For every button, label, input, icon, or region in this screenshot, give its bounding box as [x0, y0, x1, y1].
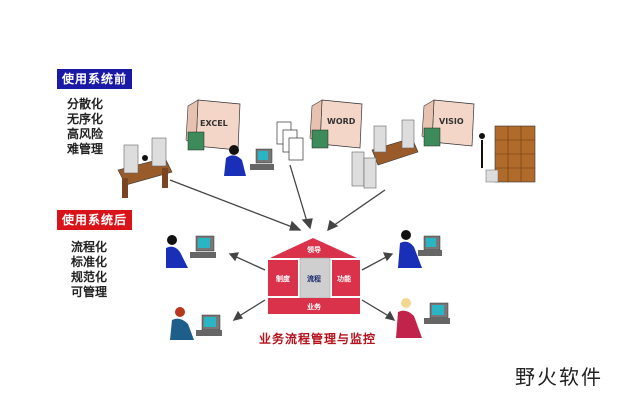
before-item: 分散化 — [67, 97, 104, 111]
worker-bottom-right-icon — [396, 298, 450, 338]
before-item: 难管理 — [67, 142, 104, 156]
flow-arrows — [169, 164, 396, 321]
paperwork-desk-icon — [351, 119, 419, 189]
excel-document-icon: EXCEL — [185, 99, 241, 151]
diagram-caption: 业务流程管理与监控 — [259, 332, 377, 346]
worker-top-left-icon — [166, 235, 216, 268]
before-system-label: 使用系统前 — [57, 69, 133, 89]
after-item: 流程化 — [71, 240, 108, 254]
after-benefits-list: 流程化 标准化 规范化 可管理 — [71, 240, 107, 300]
after-system-label: 使用系统后 — [57, 210, 133, 230]
watermark: 野火软件 — [515, 365, 603, 389]
after-item: 标准化 — [71, 255, 108, 269]
svg-text:制度: 制度 — [276, 274, 291, 283]
svg-text:WORD: WORD — [327, 117, 356, 126]
after-item: 规范化 — [71, 270, 108, 284]
worker-top-right-icon — [398, 230, 442, 268]
worker-at-computer-icon — [224, 145, 274, 176]
before-problems-list: 分散化 无序化 高风险 难管理 — [67, 97, 103, 157]
after-item: 可管理 — [71, 285, 108, 299]
cluttered-desk-icon — [117, 137, 173, 198]
filing-cabinet-icon — [479, 125, 536, 183]
svg-text:流程: 流程 — [307, 274, 321, 283]
before-item: 无序化 — [67, 112, 104, 126]
svg-text:VISIO: VISIO — [439, 117, 464, 126]
worker-bottom-left-icon — [170, 307, 222, 340]
process-house-graphic: 领导 制度 流程 功能 业务 — [268, 238, 360, 314]
visio-document-icon: VISIO — [421, 99, 475, 147]
svg-text:领导: 领导 — [307, 245, 321, 254]
before-item: 高风险 — [67, 127, 104, 141]
svg-text:功能: 功能 — [337, 274, 351, 283]
paper-stack-icon — [276, 121, 304, 161]
word-document-icon: WORD — [309, 99, 363, 149]
svg-text:EXCEL: EXCEL — [200, 119, 228, 128]
svg-text:业务: 业务 — [307, 302, 322, 311]
